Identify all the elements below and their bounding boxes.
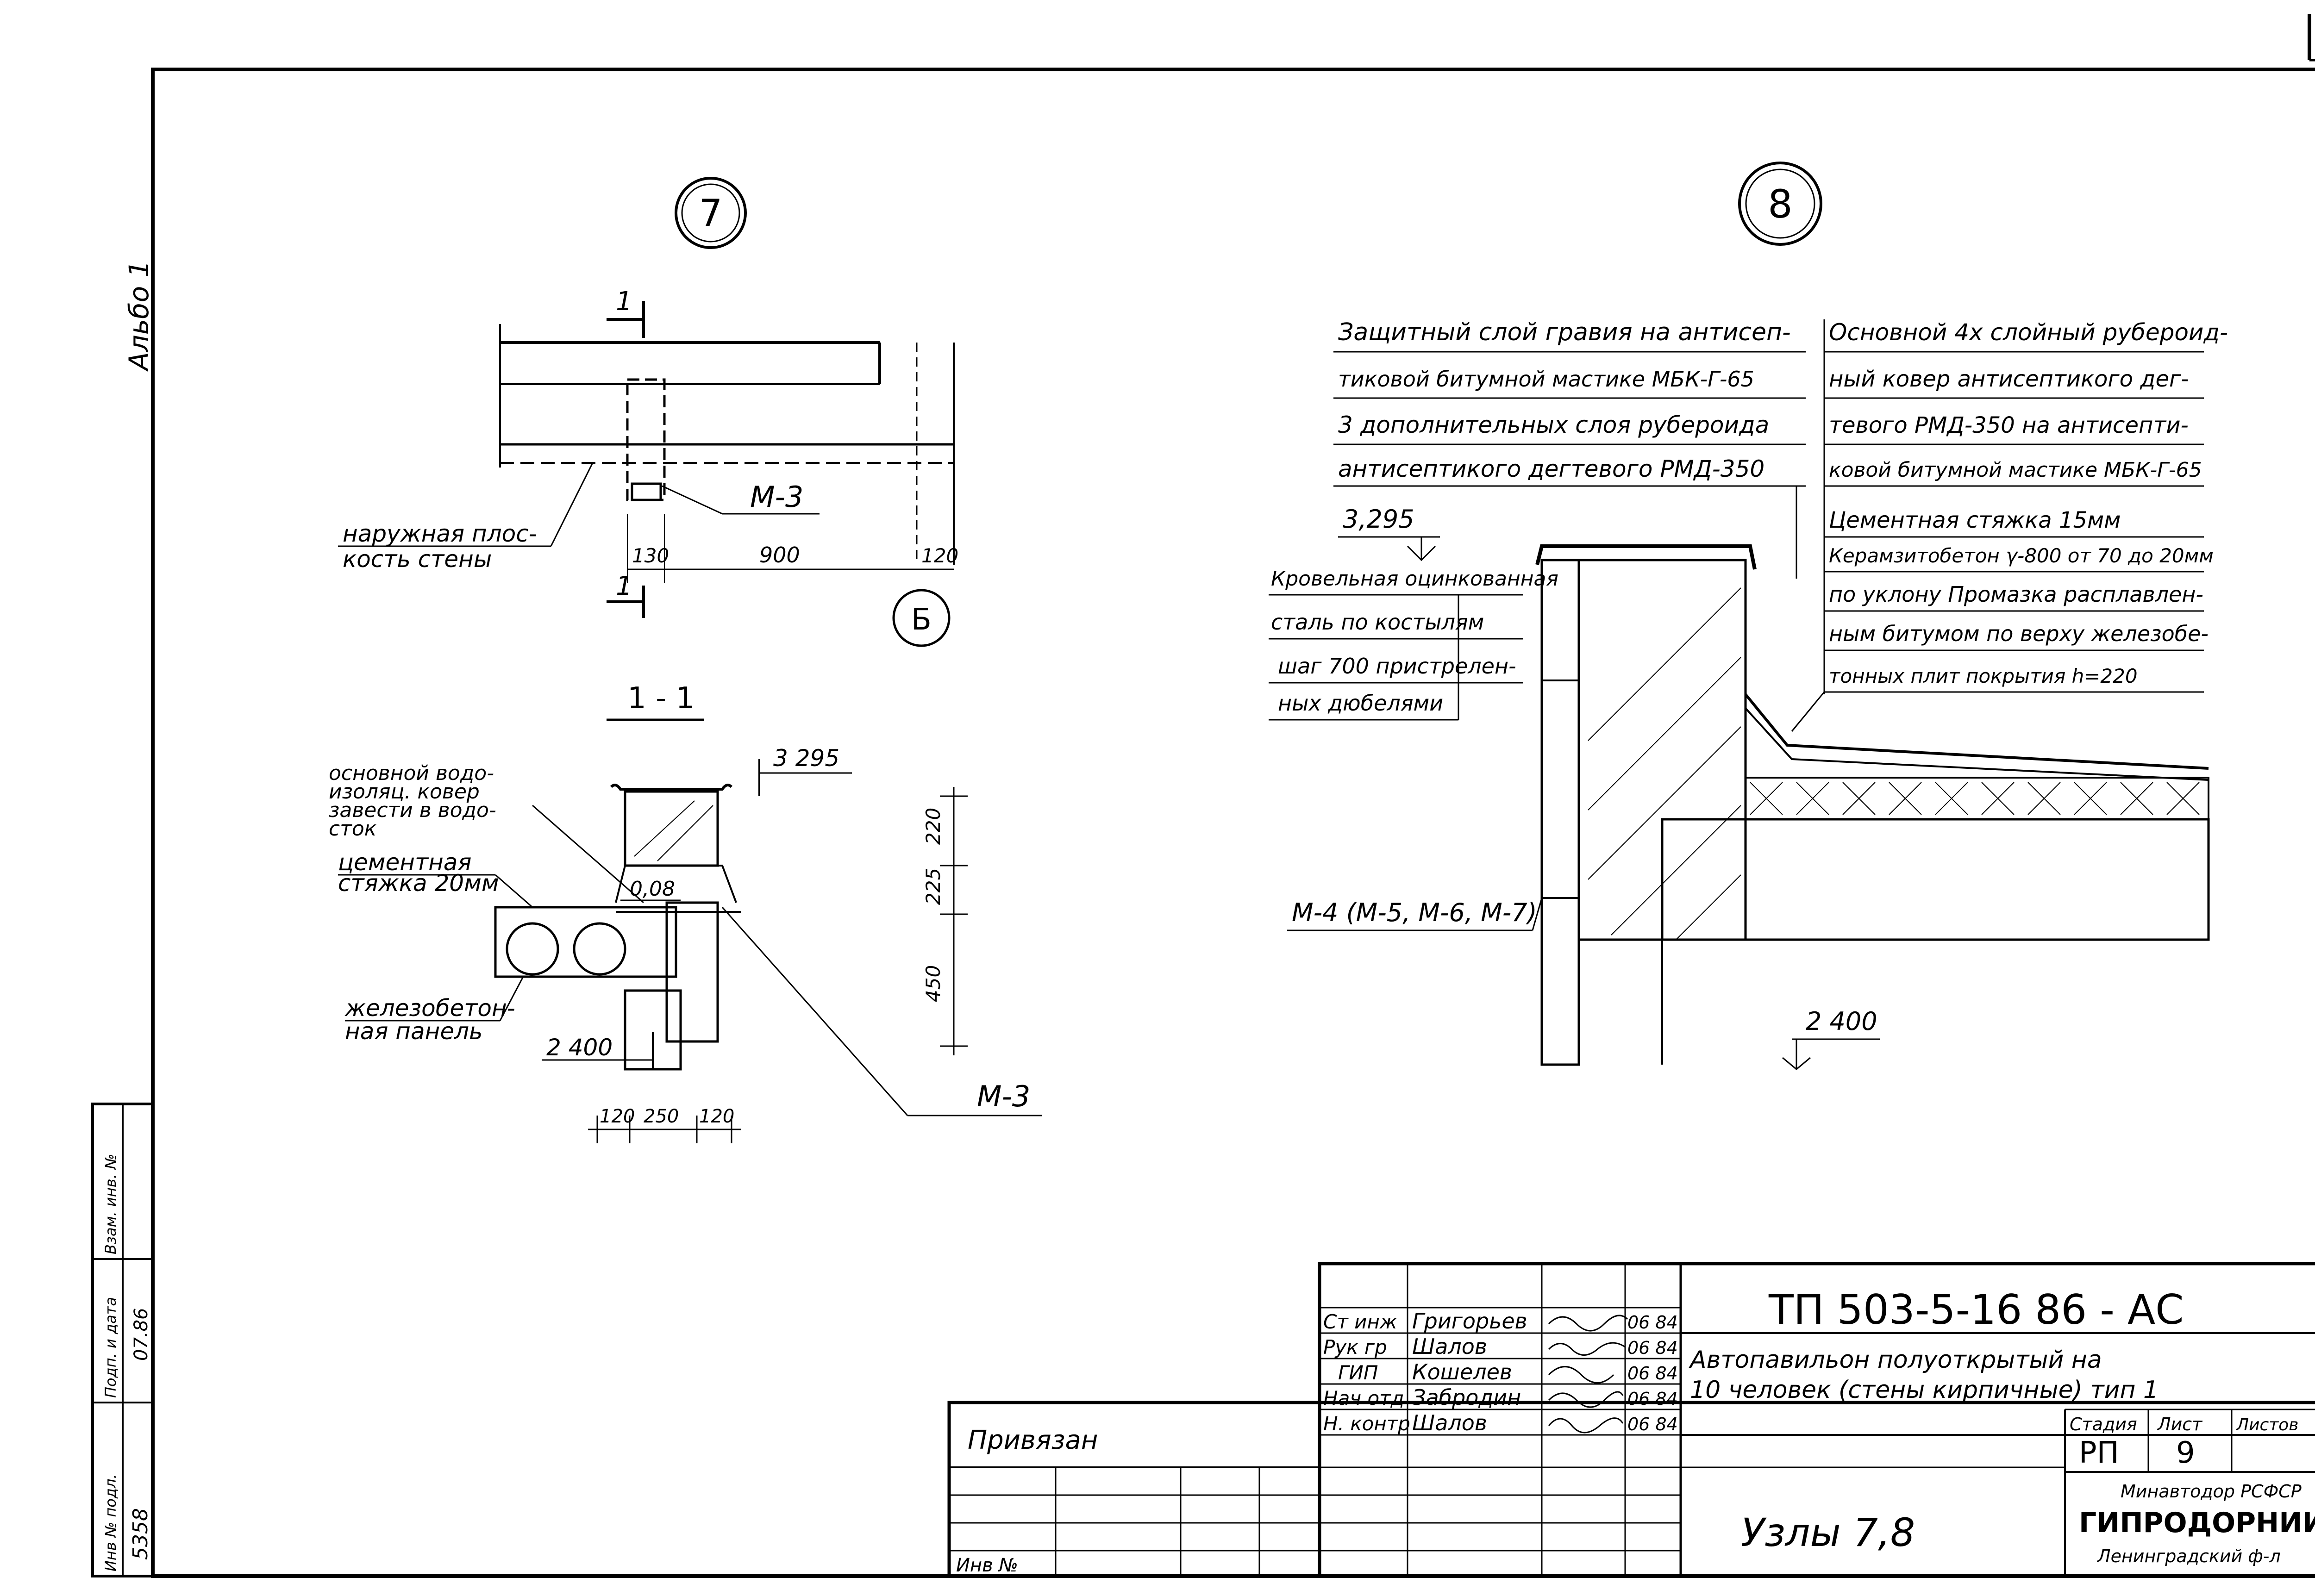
dim-bot-3: 120 [699, 1106, 734, 1127]
wall-plane-note-1: наружная плос- [343, 520, 537, 547]
section-elev-top: 3 295 [773, 745, 839, 772]
inv-orig-label: Инв № подл. [102, 1474, 119, 1571]
stage-header: Стадия [2070, 1414, 2137, 1434]
sheets-header: Листов [2235, 1415, 2298, 1434]
node-7-dim-2: 900 [759, 542, 800, 567]
section-mark-top: 1 [616, 287, 632, 317]
staff-role-5: Н. контр [1323, 1412, 1410, 1435]
node-7-plan: 7 1 1 М-3 наружная плос- кость стены [338, 177, 958, 647]
section-elev-bottom: 2 400 [546, 1034, 613, 1061]
note-main-1: Основной 4х слойный рубероид- [1829, 319, 2228, 346]
staff-role-2: Рук гр [1323, 1336, 1387, 1359]
axis-marker-label: Б [911, 603, 932, 637]
node-7-dim-1: 130 [632, 544, 669, 567]
insulation-layer [1745, 777, 2209, 820]
note-carpet-1: основной водо- [329, 761, 494, 785]
note-main-8: ным битумом по верху железобе- [1829, 621, 2209, 646]
sheet-value: 9 [2176, 1436, 2195, 1470]
signatures [1548, 1315, 1628, 1434]
stage-value: РП [2079, 1436, 2119, 1470]
object-name: Автопавильон полуоткрытый на [1689, 1346, 2102, 1374]
staff-date-5: 06 84 [1627, 1414, 1678, 1434]
section-1-1: 1 - 1 3 295 0,08 основной водо- изоляц. … [329, 681, 1042, 1143]
staff-role-3: ГИП [1338, 1361, 1378, 1384]
node-7-marker: 7 [699, 192, 723, 235]
sheet-title: Узлы 7,8 [1741, 1510, 1915, 1555]
staff-name-3: Кошелев [1412, 1359, 1512, 1384]
album-note: Альбо 1 [123, 260, 155, 372]
note-panel-2: ная панель [345, 1018, 483, 1045]
note-roof-steel-3: шаг 700 пристрелен- [1278, 654, 1516, 679]
sign-date-label: Подп. и дата [102, 1297, 119, 1398]
page-number-group: 15 [2308, 14, 2315, 62]
sign-date-value: 07.86 [131, 1308, 152, 1361]
org-city: Ленинградский ф-л [2096, 1546, 2281, 1566]
note-main-6: Керамзитобетон γ-800 от 70 до 20мм [1829, 544, 2214, 567]
note-main-5: Цементная стяжка 15мм [1829, 507, 2121, 533]
note-gravel-block: Защитный слой гравия на антисеп- тиковой… [1333, 318, 1806, 579]
axis-marker [892, 589, 951, 647]
dim-vert-220: 220 [922, 808, 945, 845]
inv-orig-value: 5358 [129, 1508, 152, 1560]
org-name: ГИПРОДОРНИИ [2079, 1507, 2315, 1539]
dim-vert-225: 225 [922, 868, 945, 905]
staff-name-5: Шалов [1412, 1410, 1487, 1435]
staff-role-1: Ст инж [1323, 1310, 1397, 1333]
note-roof-steel-4: ных дюбелями [1278, 691, 1443, 716]
note-gravel-3: 3 дополнительных слоя рубероида [1338, 411, 1769, 438]
node-7-dim-3: 120 [921, 544, 958, 567]
section-mark-bottom: 1 [616, 571, 632, 601]
note-main-7: по уклону Промазка расплавлен- [1829, 582, 2203, 607]
title-block: Привязан Инв № Ст инж Григорьев 06 84 Ру… [947, 1262, 2315, 1578]
staff-name-4: Забродин [1412, 1385, 1521, 1410]
note-main-4: ковой битумной мастике МБК-Г-65 [1829, 458, 2202, 482]
note-screed-1: цементная [338, 849, 472, 876]
note-main-2: ный ковер антисептикого дег- [1829, 366, 2189, 392]
sheet-header: Лист [2157, 1414, 2203, 1434]
dim-vert-450: 450 [922, 965, 945, 1002]
node-8-elev-top: 3,295 [1343, 505, 1414, 534]
note-carpet-2: изоляц. ковер [329, 780, 480, 804]
staff-name-1: Григорьев [1412, 1309, 1527, 1334]
staff-date-1: 06 84 [1627, 1312, 1678, 1333]
staff-date-3: 06 84 [1627, 1363, 1678, 1384]
node-8-label-m4: М-4 (М-5, М-6, М-7) [1292, 898, 1537, 927]
staff-role-4: Нач отд [1323, 1387, 1404, 1409]
note-roof-steel-block: Кровельная оцинкованная сталь по костыля… [1269, 567, 1558, 721]
note-roof-steel-1: Кровельная оцинкованная [1271, 567, 1558, 591]
node-7-label-m3: М-3 [750, 480, 803, 514]
tied-label: Привязан [968, 1425, 1098, 1455]
note-main-9: тонных плит покрытия h=220 [1829, 665, 2138, 687]
note-screed-2: стяжка 20мм [338, 870, 499, 897]
wall-plane-note-2: кость стены [343, 546, 492, 573]
note-main-block: Основной 4х слойный рубероид- ный ковер … [1791, 319, 2228, 732]
note-roof-steel-2: сталь по костылям [1271, 610, 1484, 635]
org-ministry: Минавтодор РСФСР [2121, 1481, 2302, 1502]
staff-date-2: 06 84 [1627, 1338, 1678, 1358]
note-main-3: тевого РМД-350 на антисепти- [1829, 412, 2189, 438]
node-8-elev-bottom: 2 400 [1806, 1007, 1877, 1036]
note-gravel-4: антисептикого дегтевого РМД-350 [1338, 455, 1764, 482]
inv-dup-label: Взам. инв. № [102, 1154, 119, 1254]
node-8: 8 Защитный слой гравия на антисеп- тиков… [1269, 162, 2228, 1070]
note-panel-1: железобетон- [344, 995, 515, 1022]
node-8-marker: 8 [1768, 181, 1792, 227]
note-carpet-4: сток [329, 817, 377, 841]
staff-name-2: Шалов [1412, 1334, 1487, 1359]
dim-bot-1: 120 [600, 1106, 635, 1127]
inv-label: Инв № [956, 1555, 1018, 1576]
object-name-2: 10 человек (стены кирпичные) тип 1 [1690, 1376, 2159, 1404]
staff-date-4: 06 84 [1627, 1389, 1678, 1409]
note-gravel-2: тиковой битумной мастике МБК-Г-65 [1338, 367, 1754, 392]
doc-code: ТП 503-5-16 86 - АС [1768, 1286, 2184, 1334]
side-stamp: Инв № подл. 5358 Подп. и дата 07.86 Взам… [91, 1103, 154, 1577]
note-carpet-3: завести в водо- [329, 798, 496, 822]
dim-bot-2: 250 [644, 1106, 679, 1127]
section-label-m3: М-3 [977, 1079, 1030, 1113]
section-title: 1 - 1 [627, 681, 694, 716]
note-gravel-1: Защитный слой гравия на антисеп- [1338, 318, 1791, 346]
